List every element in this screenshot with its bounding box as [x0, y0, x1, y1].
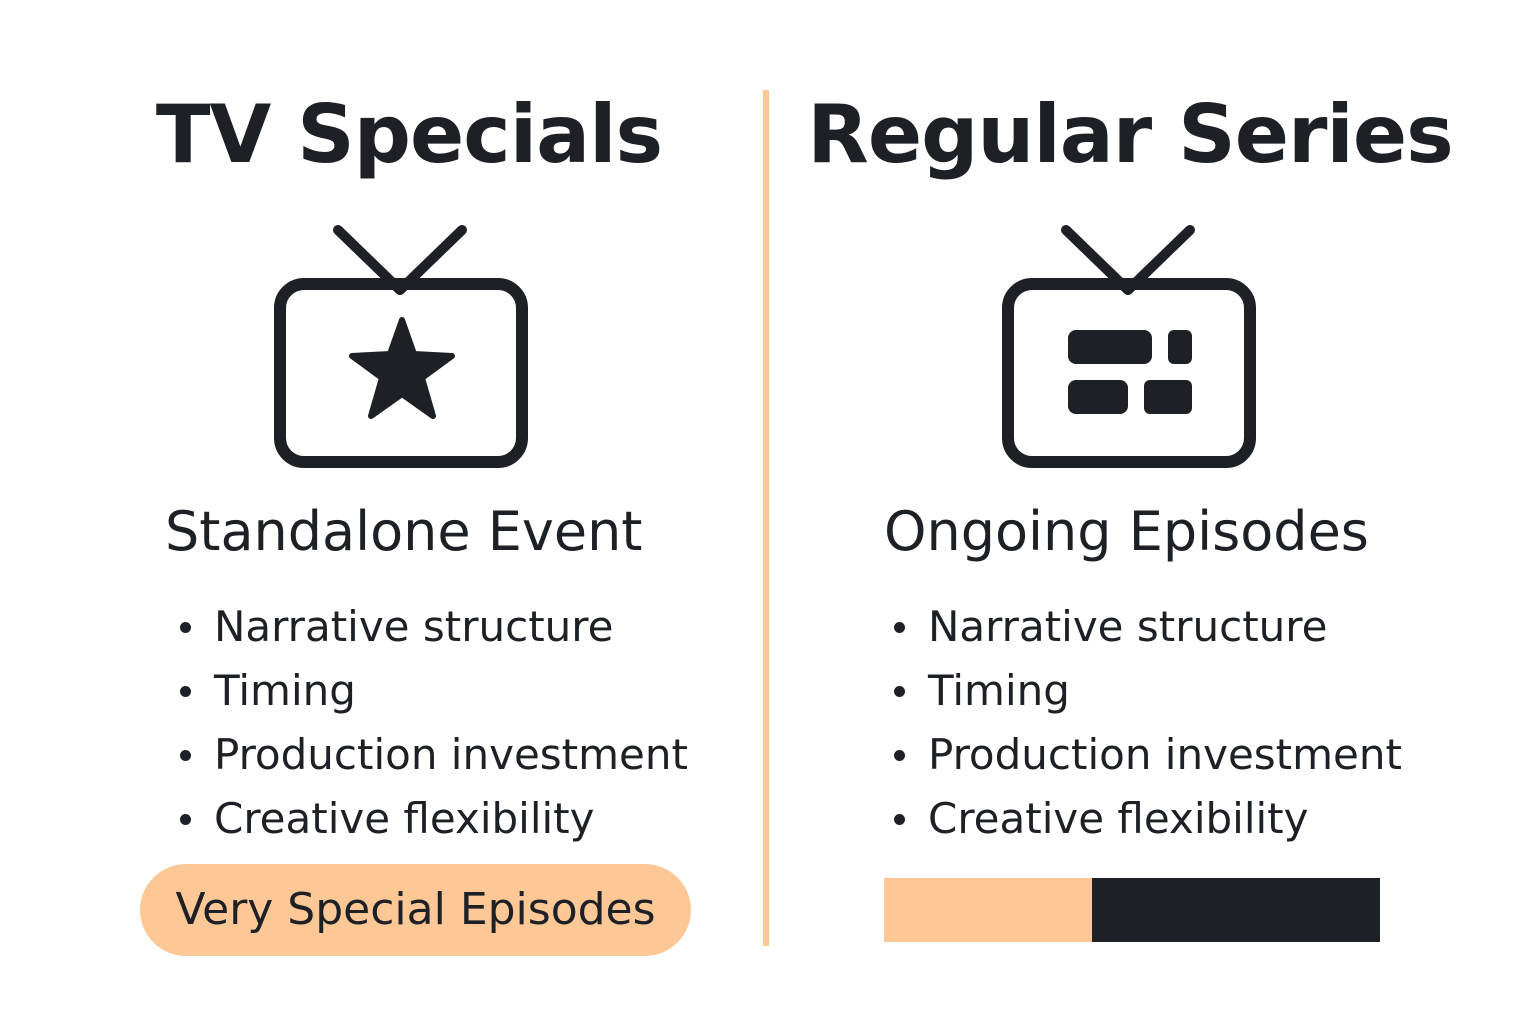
- list-item: Narrative structure: [178, 598, 688, 662]
- bullet-icon: [894, 686, 905, 697]
- list-item: Timing: [892, 662, 1402, 726]
- panel-subtitle: Ongoing Episodes: [884, 500, 1369, 563]
- panel-subtitle: Standalone Event: [165, 500, 643, 563]
- tv-star-icon: [274, 225, 528, 468]
- panel-divider: [763, 90, 769, 946]
- tv-specials-panel: TV Specials Standalone Event Narrative s…: [140, 88, 691, 956]
- feature-label: Creative flexibility: [928, 794, 1309, 843]
- feature-label: Timing: [214, 666, 356, 715]
- list-item: Creative flexibility: [178, 790, 688, 854]
- bullet-icon: [180, 814, 191, 825]
- panel-title: TV Specials: [155, 88, 663, 181]
- very-special-episodes-badge: Very Special Episodes: [140, 864, 691, 956]
- tv-grid-icon: [1002, 225, 1256, 468]
- list-item: Creative flexibility: [892, 790, 1402, 854]
- feature-label: Timing: [928, 666, 1070, 715]
- list-item: Narrative structure: [892, 598, 1402, 662]
- feature-label: Narrative structure: [214, 602, 614, 651]
- feature-list: Narrative structure Timing Production in…: [178, 598, 688, 854]
- list-item: Timing: [178, 662, 688, 726]
- bullet-icon: [180, 622, 191, 633]
- panel-title: Regular Series: [807, 88, 1453, 181]
- bullet-icon: [180, 750, 191, 761]
- feature-label: Narrative structure: [928, 602, 1328, 651]
- feature-label: Production investment: [928, 730, 1402, 779]
- list-item: Production investment: [178, 726, 688, 790]
- bullet-icon: [894, 814, 905, 825]
- regular-series-panel: Regular Series Ongoing Episodes Narrativ…: [768, 0, 1536, 1024]
- feature-list: Narrative structure Timing Production in…: [892, 598, 1402, 854]
- feature-label: Production investment: [214, 730, 688, 779]
- feature-label: Creative flexibility: [214, 794, 595, 843]
- progress-fill: [884, 878, 1093, 942]
- list-item: Production investment: [892, 726, 1402, 790]
- progress-bar: [884, 878, 1380, 942]
- bullet-icon: [180, 686, 191, 697]
- bullet-icon: [894, 750, 905, 761]
- bullet-icon: [894, 622, 905, 633]
